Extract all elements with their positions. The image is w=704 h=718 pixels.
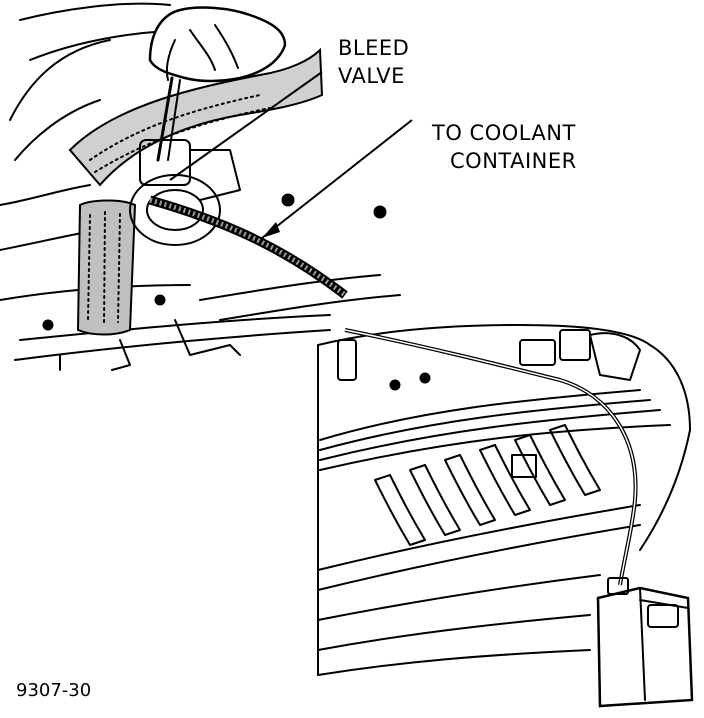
coolant-container-arrow [261, 119, 413, 239]
figure-number: 9307-30 [16, 680, 91, 701]
engine-overview [317, 324, 691, 676]
label-valve: VALVE [338, 64, 405, 88]
intake-runners [374, 424, 601, 546]
bleed-valve-leader-line [169, 71, 323, 181]
coolant-container-jug [596, 577, 694, 708]
label-to-coolant: TO COOLANT [431, 121, 576, 145]
label-container: CONTAINER [450, 149, 577, 173]
drain-tube [344, 328, 638, 586]
label-bleed: BLEED [338, 36, 409, 60]
